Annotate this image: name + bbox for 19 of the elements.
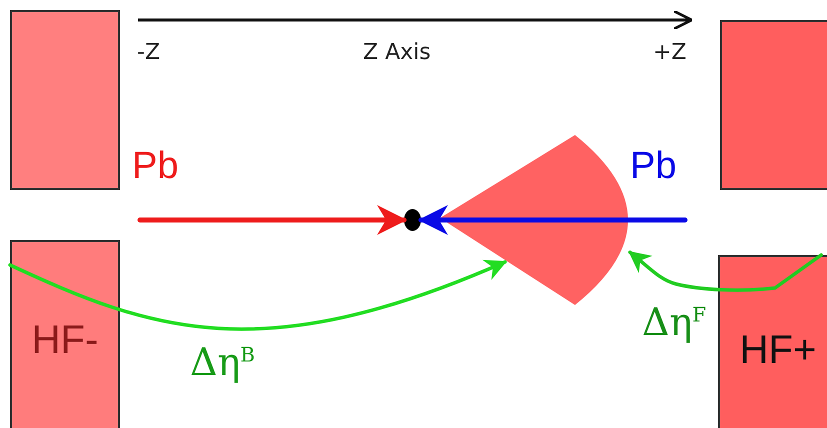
emission-cone xyxy=(440,135,630,305)
axis-label: -Z xyxy=(137,40,160,65)
axis-label: Z Axis xyxy=(363,40,431,65)
detector-label: HF- xyxy=(32,318,98,362)
arrow xyxy=(138,205,407,235)
detector-block xyxy=(718,255,827,428)
arrow xyxy=(418,205,688,235)
axis-label: +Z xyxy=(653,40,687,65)
detector-label: HF+ xyxy=(740,328,816,372)
collision-point xyxy=(404,209,421,231)
arrow xyxy=(8,259,508,331)
detector-block xyxy=(720,20,827,190)
detector-block xyxy=(10,10,120,190)
detector-block xyxy=(10,240,120,428)
edge-label: Pb xyxy=(630,145,676,188)
edge-label: Δη$^{F}$ xyxy=(642,300,706,344)
edge-label: Δη$^{B}$ xyxy=(190,340,255,384)
edge-label: Pb xyxy=(132,145,178,188)
arrow xyxy=(628,250,823,292)
